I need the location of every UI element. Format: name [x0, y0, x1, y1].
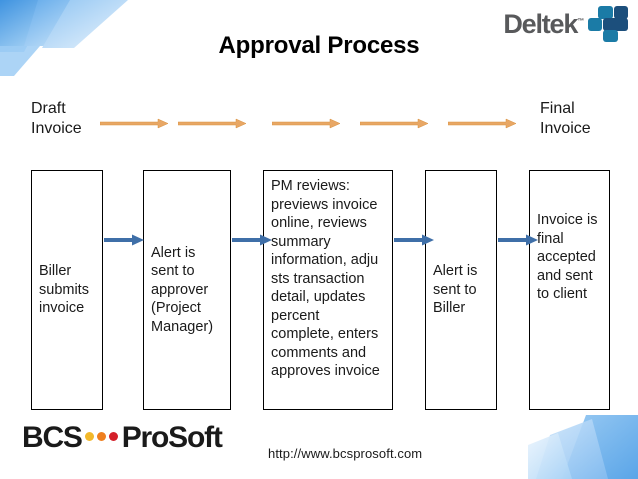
footer-url[interactable]: http://www.bcsprosoft.com [268, 446, 423, 461]
top-arrow-1 [100, 118, 168, 129]
process-box-step-5-text: Invoice is final accepted and sent to cl… [537, 212, 598, 303]
top-arrow-row [0, 118, 638, 130]
deltek-squares-icon [588, 6, 628, 42]
process-box-step-4-text: Alert is sent to Biller [433, 263, 478, 317]
deltek-wordmark: Deltek™ [503, 8, 584, 39]
bcs-prosoft-logo: BCS ProSoft [22, 421, 223, 454]
connector-step1-step2 [104, 234, 144, 246]
flow-end-label: Final Invoice [540, 100, 591, 137]
process-box-step-3[interactable]: PM reviews: previews invoice online, rev… [263, 170, 393, 410]
process-box-step-1[interactable]: Biller submits invoice [31, 170, 103, 410]
process-box-step-4[interactable]: Alert is sent to Biller [425, 170, 497, 410]
top-arrow-4 [360, 118, 428, 129]
bcs-logo-part-one: BCS [22, 421, 83, 454]
connector-step4-step5 [498, 234, 538, 246]
bcs-dot-red-icon [108, 432, 118, 441]
top-arrow-2 [178, 118, 246, 129]
bcs-logo-dots-icon [84, 432, 118, 441]
bcs-dot-orange-icon [96, 432, 106, 441]
process-box-step-5[interactable]: Invoice is final accepted and sent to cl… [529, 170, 610, 410]
deltek-logo: Deltek™ [503, 4, 630, 44]
page-title: Approval Process [218, 32, 420, 59]
process-box-step-3-text: PM reviews: previews invoice online, rev… [271, 178, 380, 380]
process-box-step-1-text: Biller submits invoice [39, 263, 89, 317]
process-box-step-2[interactable]: Alert is sent to approver (Project Manag… [143, 170, 231, 410]
corner-decoration-bottom-right [528, 415, 638, 479]
top-arrow-5 [448, 118, 516, 129]
deltek-trademark-icon: ™ [577, 17, 584, 25]
flow-start-label: Draft Invoice [31, 100, 82, 137]
bcs-dot-yellow-icon [84, 432, 94, 441]
bcs-logo-part-two: ProSoft [121, 421, 223, 454]
connector-step2-step3 [232, 234, 272, 246]
process-box-step-2-text: Alert is sent to approver (Project Manag… [151, 244, 214, 335]
connector-step3-step4 [394, 234, 434, 246]
top-arrow-3 [272, 118, 340, 129]
